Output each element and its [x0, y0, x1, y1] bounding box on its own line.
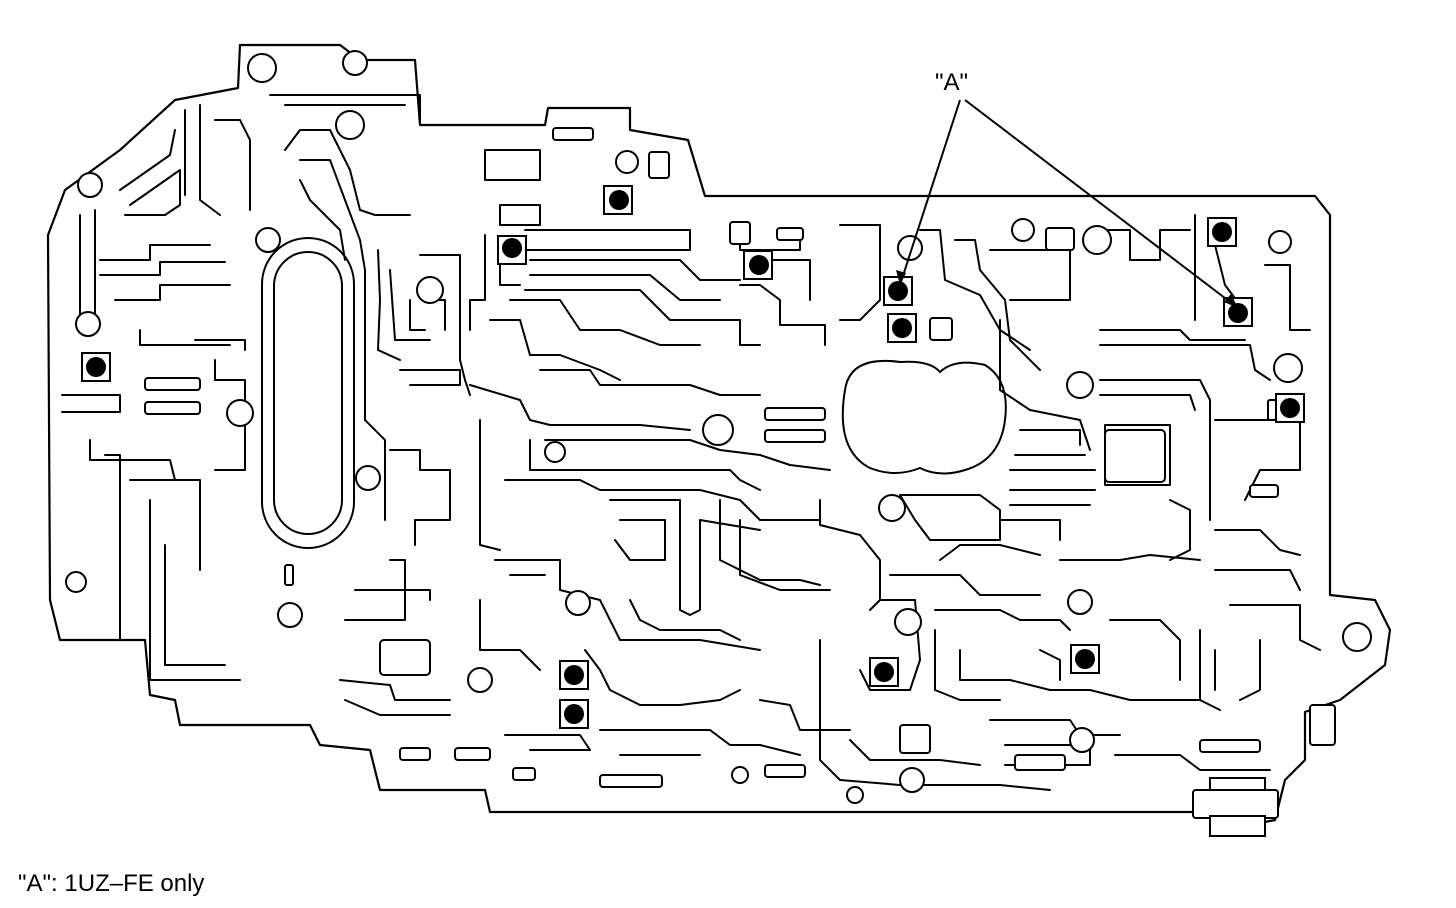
- check-ball-icon: [1223, 297, 1253, 327]
- check-ball-icon: [1275, 393, 1305, 423]
- check-ball-icon: [497, 235, 527, 265]
- check-ball-icon: [559, 699, 589, 729]
- check-ball-icon: [81, 352, 111, 382]
- check-ball-icon: [743, 250, 773, 280]
- check-ball-icon: [869, 657, 899, 687]
- footnote: "A": 1UZ–FE only: [18, 870, 205, 897]
- check-ball-icon: [1070, 644, 1100, 674]
- arrow-head-icon: [1224, 294, 1238, 308]
- fitting: [1192, 777, 1279, 837]
- arrow-head-icon: [896, 270, 906, 285]
- callout-a: "A": [896, 69, 1239, 309]
- callout-a-label: "A": [935, 69, 968, 96]
- check-ball-icon: [883, 276, 913, 306]
- leader-line-icon: [964, 99, 1239, 309]
- check-ball-icon: [603, 185, 633, 215]
- leader-line-icon: [899, 99, 961, 286]
- bolt-holes: [65, 50, 1372, 804]
- channel-network: [61, 94, 1321, 791]
- check-ball-icon: [559, 660, 589, 690]
- check-ball-icon: [1207, 217, 1237, 247]
- check-ball-icon: [887, 313, 917, 343]
- heart-window: [841, 359, 1007, 475]
- check-balls: [81, 185, 1305, 729]
- port-slots: [144, 127, 1336, 788]
- oval-window-inner: [273, 251, 343, 535]
